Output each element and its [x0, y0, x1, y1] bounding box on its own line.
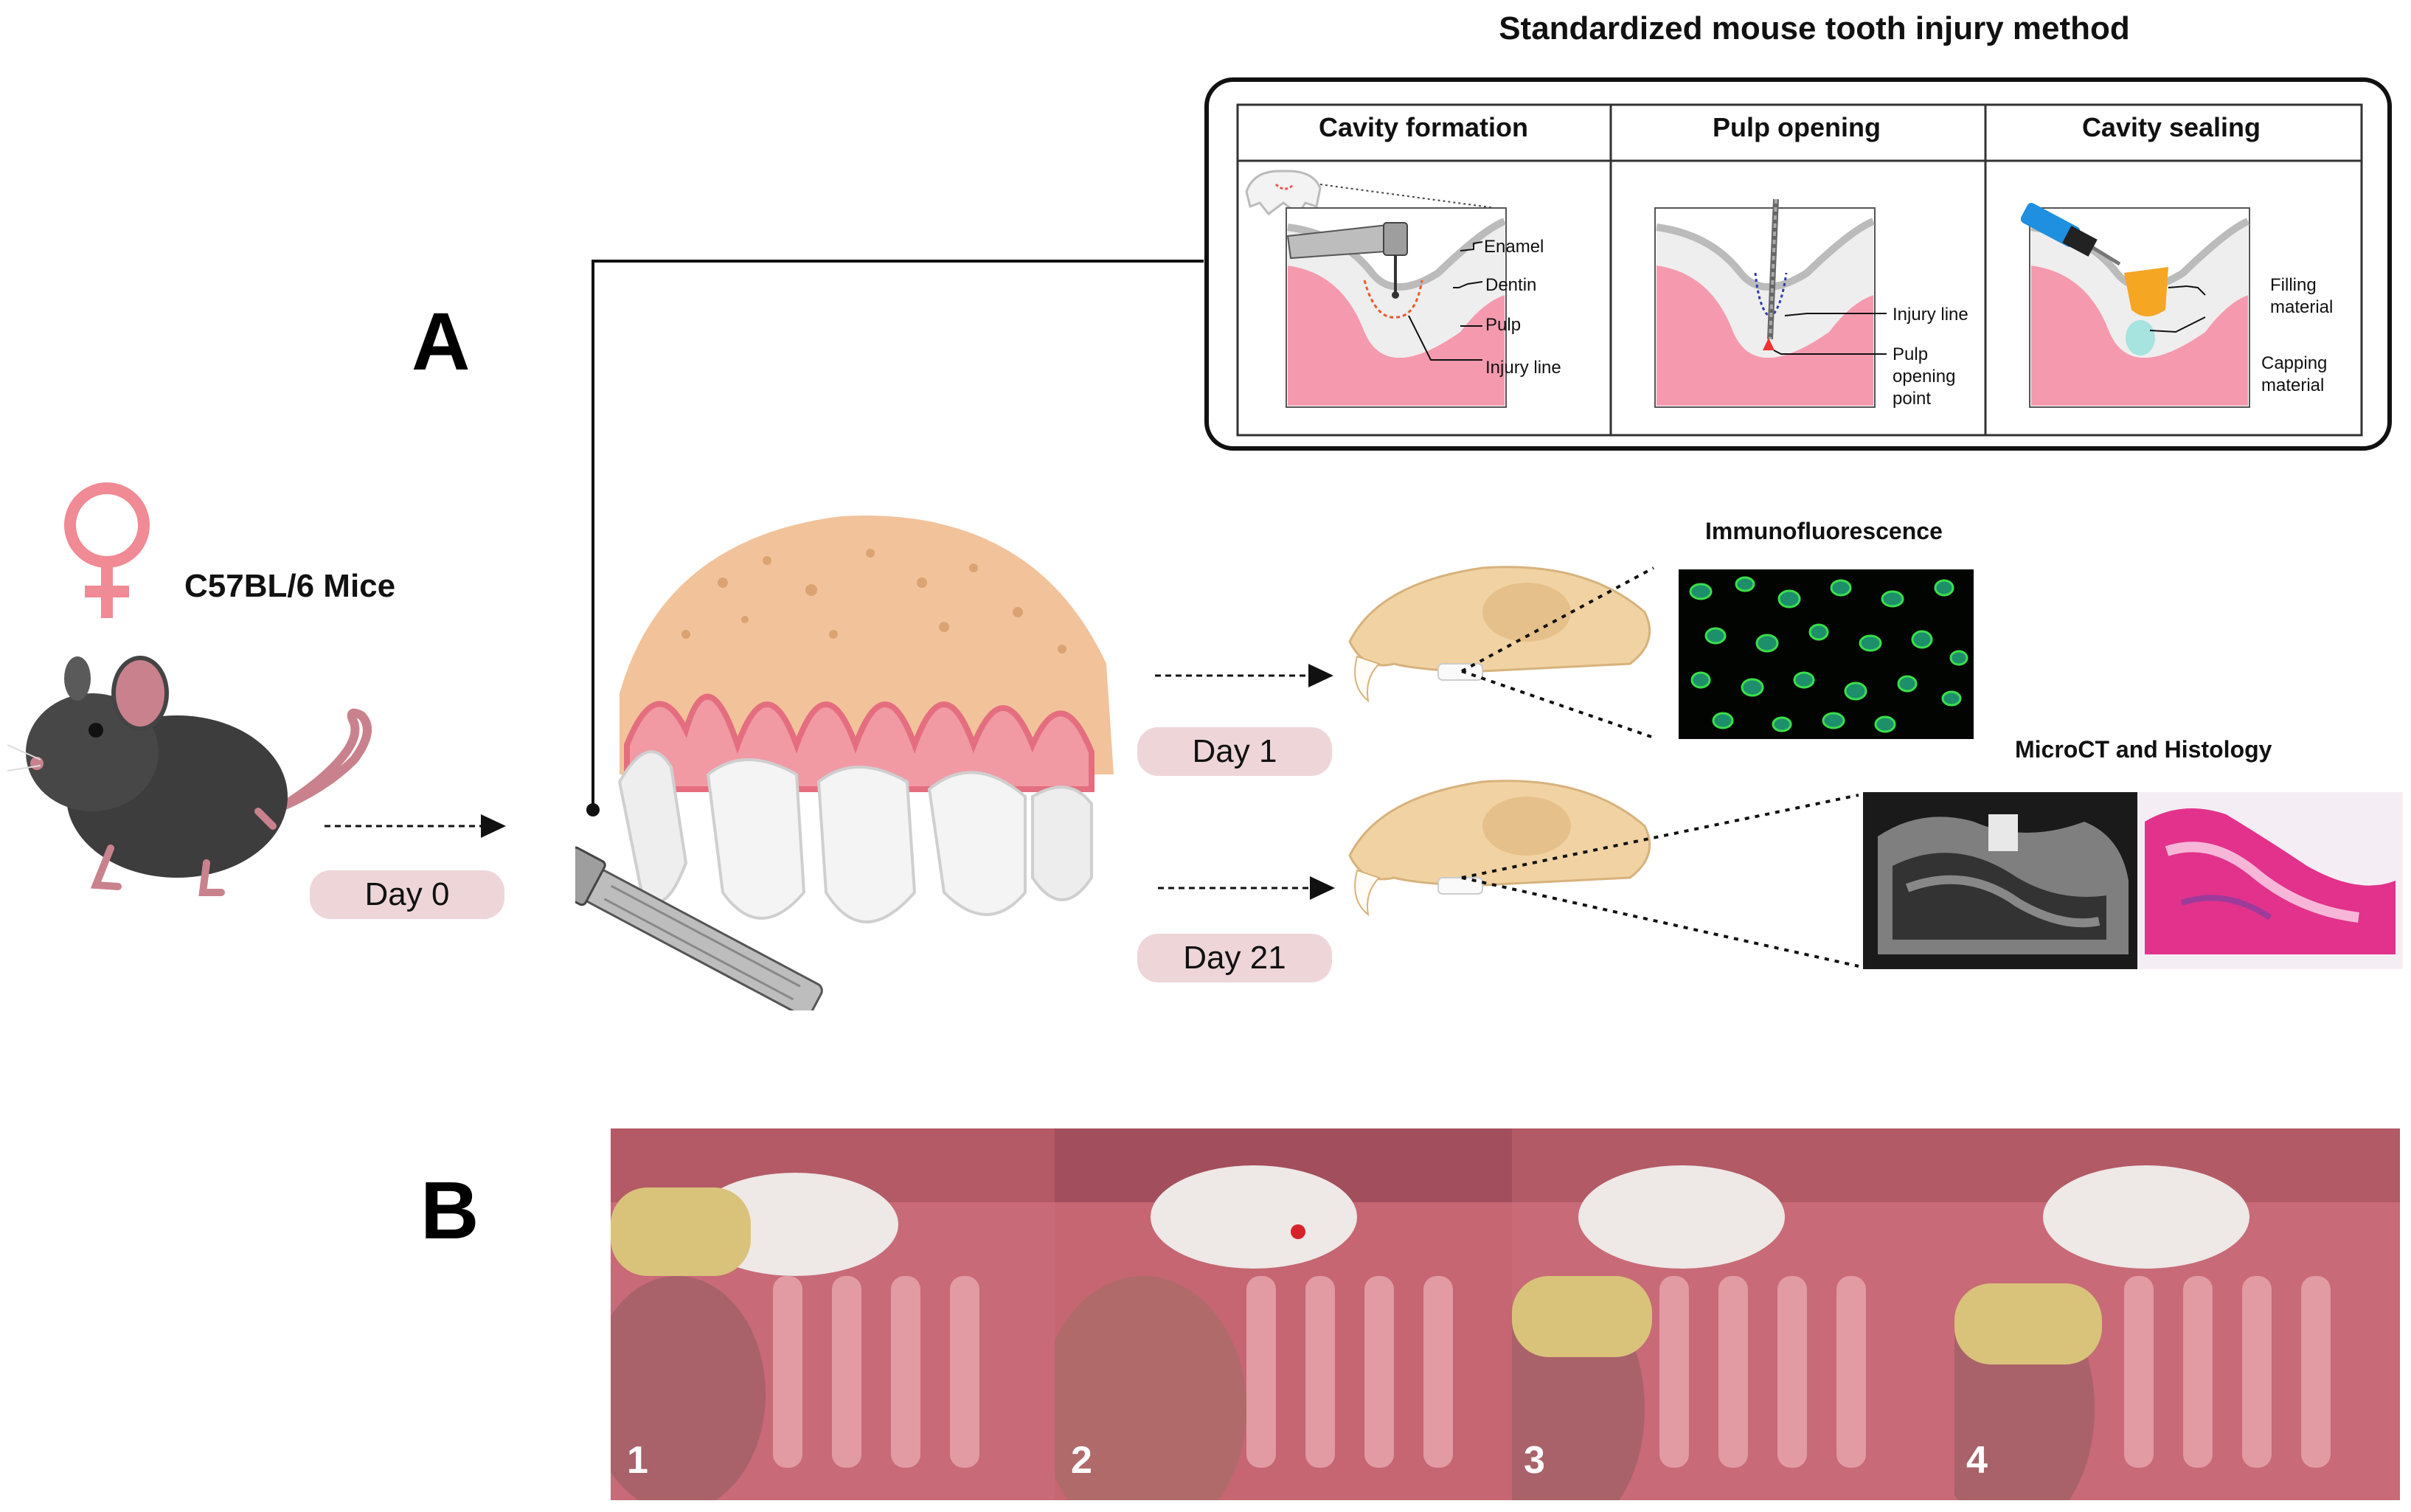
mouse-strain-label: C57BL/6 Mice — [184, 568, 396, 604]
pulp-opening-illustration — [1654, 199, 1887, 408]
label-pulp: Pulp — [1485, 315, 1522, 335]
label-pulp-opening-2: opening — [1893, 367, 1956, 386]
microct-histology-label: MicroCT and Histology — [2015, 736, 2272, 763]
label-enamel: Enamel — [1484, 237, 1544, 257]
day0-label: Day 0 — [310, 870, 504, 919]
label-filling-2: material — [2270, 297, 2334, 317]
immunofluorescence-image — [1679, 569, 1974, 739]
mouse-illustration — [7, 656, 372, 896]
col-heading-cavity-sealing: Cavity sealing — [2081, 112, 2261, 142]
arrow-day1 — [1155, 664, 1333, 687]
label-pulp-opening-1: Pulp — [1893, 344, 1929, 364]
panel-a-label: A — [412, 296, 471, 387]
label-injury-line-1: Injury line — [1485, 358, 1561, 378]
method-title: Standardized mouse tooth injury method — [1499, 10, 2130, 46]
skull-day1-illustration — [1348, 566, 1651, 703]
label-dentin: Dentin — [1485, 275, 1537, 295]
arrow-day0 — [325, 814, 506, 838]
intraoral-photo-2 — [1055, 1128, 1512, 1500]
intraoral-photo-4 — [1954, 1128, 2400, 1500]
col-heading-pulp-opening: Pulp opening — [1713, 112, 1881, 142]
label-capping-2: material — [2261, 375, 2325, 395]
label-pulp-opening-3: point — [1893, 389, 1932, 409]
intraoral-photo-1 — [611, 1128, 1055, 1500]
arrow-day21 — [1158, 876, 1335, 900]
zoom-lines — [1461, 566, 1859, 968]
day21-label: Day 21 — [1137, 934, 1332, 982]
microct-image — [1863, 792, 2137, 969]
label-capping-1: Capping — [2261, 353, 2328, 373]
photo-number-3: 3 — [1524, 1439, 1545, 1482]
skull-day21-illustration — [1348, 780, 1651, 917]
day1-label: Day 1 — [1137, 727, 1332, 776]
photo-number-2: 2 — [1071, 1439, 1092, 1482]
histology-image — [2137, 792, 2403, 969]
connector-line — [586, 260, 1204, 816]
label-filling-1: Filling — [2270, 275, 2317, 295]
panel-b-label: B — [420, 1165, 479, 1256]
label-injury-line-2: Injury line — [1893, 305, 1968, 325]
immunofluorescence-label: Immunofluorescence — [1705, 518, 1943, 544]
col-heading-cavity-formation: Cavity formation — [1318, 112, 1529, 142]
cavity-sealing-illustration — [2021, 203, 2250, 408]
jaw-illustration — [575, 516, 1114, 1010]
cavity-formation-illustration — [1245, 170, 1507, 408]
photo-number-4: 4 — [1966, 1439, 1988, 1482]
intraoral-photo-3 — [1512, 1128, 1954, 1500]
female-symbol-icon — [64, 482, 150, 618]
photo-number-1: 1 — [627, 1439, 648, 1482]
